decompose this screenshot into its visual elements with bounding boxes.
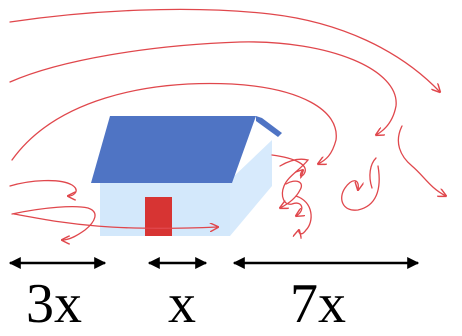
wind-streamline-icon [280, 180, 302, 208]
wind-streamline-icon [279, 158, 310, 216]
wind-streamline-icon [369, 157, 377, 189]
wind-streamline-icon [9, 8, 440, 92]
right-span-label: 7x [290, 273, 346, 335]
house-icon [91, 116, 282, 236]
house-door [145, 197, 172, 236]
wind-streamline-icon [397, 125, 446, 196]
wind-streamline-icon [9, 41, 397, 135]
house-side-wall [230, 140, 272, 236]
house-roof-ridge [256, 116, 282, 137]
wind-streamline-icon [341, 165, 380, 211]
wind-streamline-icon [11, 82, 337, 164]
wind-streamlines [9, 8, 446, 240]
wind-streamline-icon [13, 213, 218, 228]
left-span-label: 3x [26, 273, 82, 335]
wind-streamline-icon [271, 154, 306, 176]
wind-streamline-icon [9, 179, 77, 196]
wind-streamline-icon [11, 206, 96, 240]
house-roof [91, 116, 256, 183]
wind-streamline-icon [296, 195, 312, 234]
house-span-label: x [168, 273, 196, 335]
